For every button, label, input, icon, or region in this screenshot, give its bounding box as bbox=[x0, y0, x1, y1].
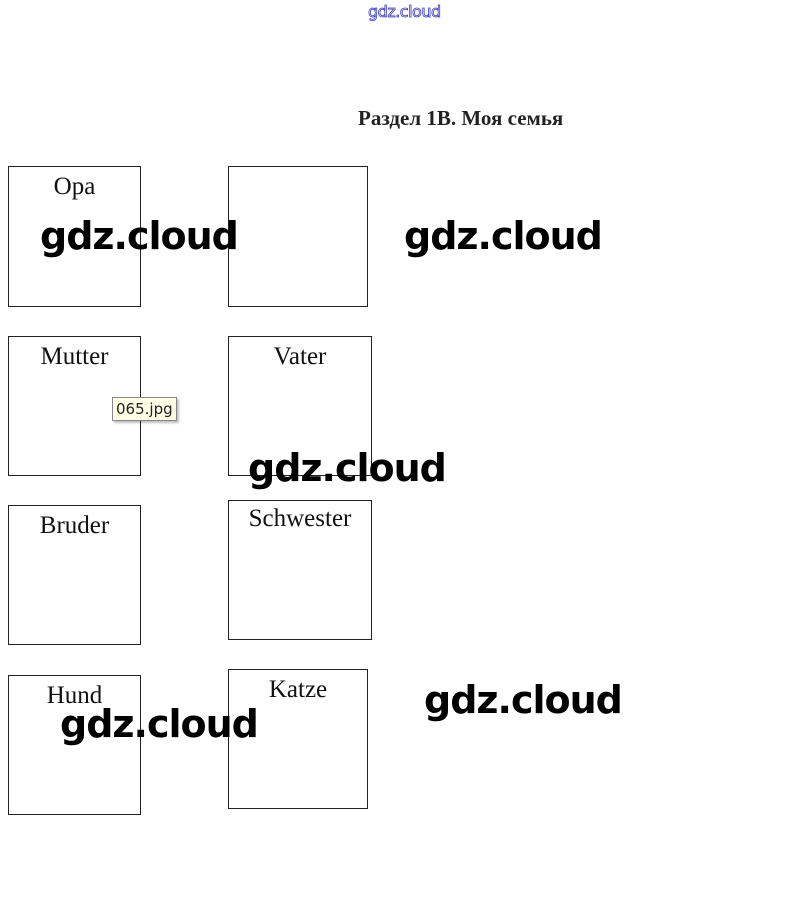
card-label: Opa bbox=[53, 173, 96, 200]
watermark: gdz.cloud bbox=[40, 214, 239, 258]
card-label: Hund bbox=[46, 682, 103, 709]
card-label: Mutter bbox=[40, 343, 109, 370]
card-label: Schwester bbox=[248, 505, 352, 532]
page-heading: Раздел 1B. Моя семья bbox=[358, 106, 564, 130]
card-empty bbox=[228, 166, 368, 307]
card-katze: Katze bbox=[228, 669, 368, 809]
watermark: gdz.cloud bbox=[60, 702, 259, 746]
card-label: Vater bbox=[273, 343, 327, 370]
watermark: gdz.cloud bbox=[248, 446, 447, 490]
card-schwester: Schwester bbox=[228, 500, 372, 640]
card-label: Katze bbox=[268, 676, 328, 703]
watermark: gdz.cloud bbox=[404, 214, 603, 258]
card-opa: Opa bbox=[8, 166, 141, 307]
card-bruder: Bruder bbox=[8, 505, 141, 645]
card-hund: Hund bbox=[8, 675, 141, 815]
filename-tooltip: 065.jpg bbox=[112, 397, 177, 421]
card-vater: Vater bbox=[228, 336, 372, 476]
watermark: gdz.cloud bbox=[424, 678, 623, 722]
watermark-top: gdz.cloud bbox=[368, 2, 442, 22]
card-label: Bruder bbox=[39, 512, 110, 539]
